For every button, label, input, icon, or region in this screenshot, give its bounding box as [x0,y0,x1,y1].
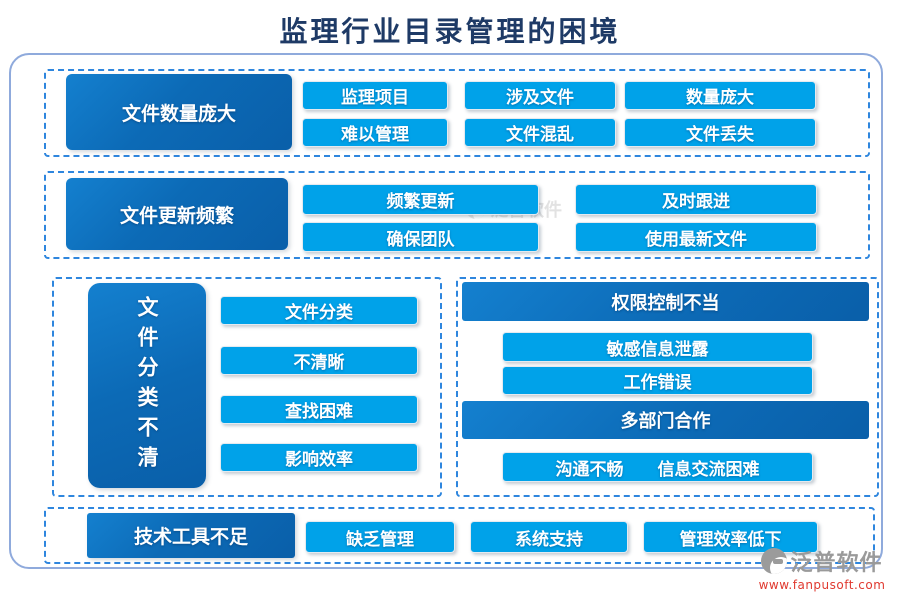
group-header-collaboration: 多部门合作 [462,401,869,439]
pill-item: 使用最新文件 [575,222,817,252]
outer-frame-border [9,53,883,569]
pill-item: 及时跟进 [575,184,817,215]
page-title: 监理行业目录管理的困境 [279,15,621,48]
group-header-permissions: 权限控制不当 [462,282,869,321]
pill-item: 查找困难 [220,395,418,424]
brand-website: www.fanpusoft.com [758,578,886,592]
pill-item: 监理项目 [302,81,448,110]
pill-item: 系统支持 [470,521,628,553]
pill-item: 沟通不畅 信息交流困难 [502,452,813,482]
section-label-tech-tools: 技术工具不足 [87,513,295,558]
pill-item: 文件分类 [220,296,418,325]
pill-item: 文件丢失 [624,118,816,147]
pill-item: 涉及文件 [464,81,616,110]
section-label-file-updates: 文件更新频繁 [66,178,288,250]
section-tech-tools: 技术工具不足 缺乏管理 系统支持 管理效率低下 [44,507,875,564]
fanpu-logo-icon [761,548,788,574]
section-permissions-collaboration: 权限控制不当 敏感信息泄露 工作错误 多部门合作 沟通不畅 信息交流困难 [456,277,879,497]
pill-item: 缺乏管理 [305,521,455,553]
section-file-quantity: 文件数量庞大 监理项目 涉及文件 数量庞大 难以管理 文件混乱 文件丢失 [44,69,870,157]
pill-item: 管理效率低下 [643,521,818,553]
brand-logo: 泛普软件 www.fanpusoft.com [748,545,896,592]
pill-item: 敏感信息泄露 [502,332,813,362]
pill-item: 数量庞大 [624,81,816,110]
section-file-classification: 文件分类不清 文件分类 不清晰 查找困难 影响效率 [52,277,442,497]
pill-item: 频繁更新 [302,184,539,215]
section-label-file-quantity: 文件数量庞大 [66,74,292,150]
pill-item: 确保团队 [302,222,539,252]
pill-item: 文件混乱 [464,118,616,147]
brand-name: 泛普软件 [790,551,883,576]
pill-item: 不清晰 [220,346,418,375]
section-label-file-classification: 文件分类不清 [88,283,206,488]
pill-item: 难以管理 [302,118,448,147]
section-file-updates: 文件更新频繁 频繁更新 及时跟进 确保团队 使用最新文件 [44,171,870,259]
pill-item: 工作错误 [502,366,813,395]
pill-item: 影响效率 [220,443,418,472]
